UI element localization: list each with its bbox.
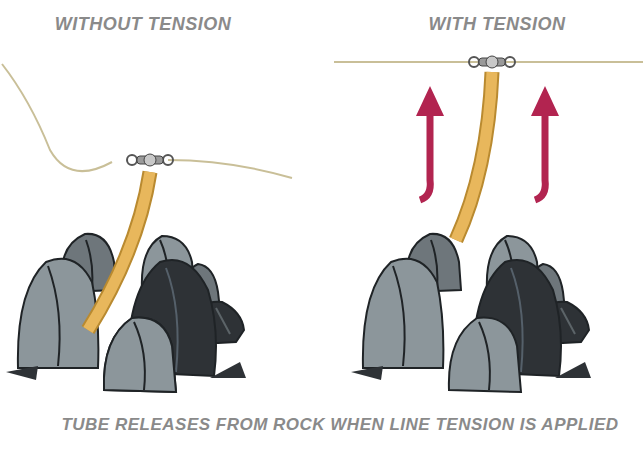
panel-heading: WITHOUT TENSION <box>55 14 232 35</box>
caption: TUBE RELEASES FROM ROCK WHEN LINE TENSIO… <box>61 415 618 435</box>
panel-heading: WITH TENSION <box>429 14 566 35</box>
